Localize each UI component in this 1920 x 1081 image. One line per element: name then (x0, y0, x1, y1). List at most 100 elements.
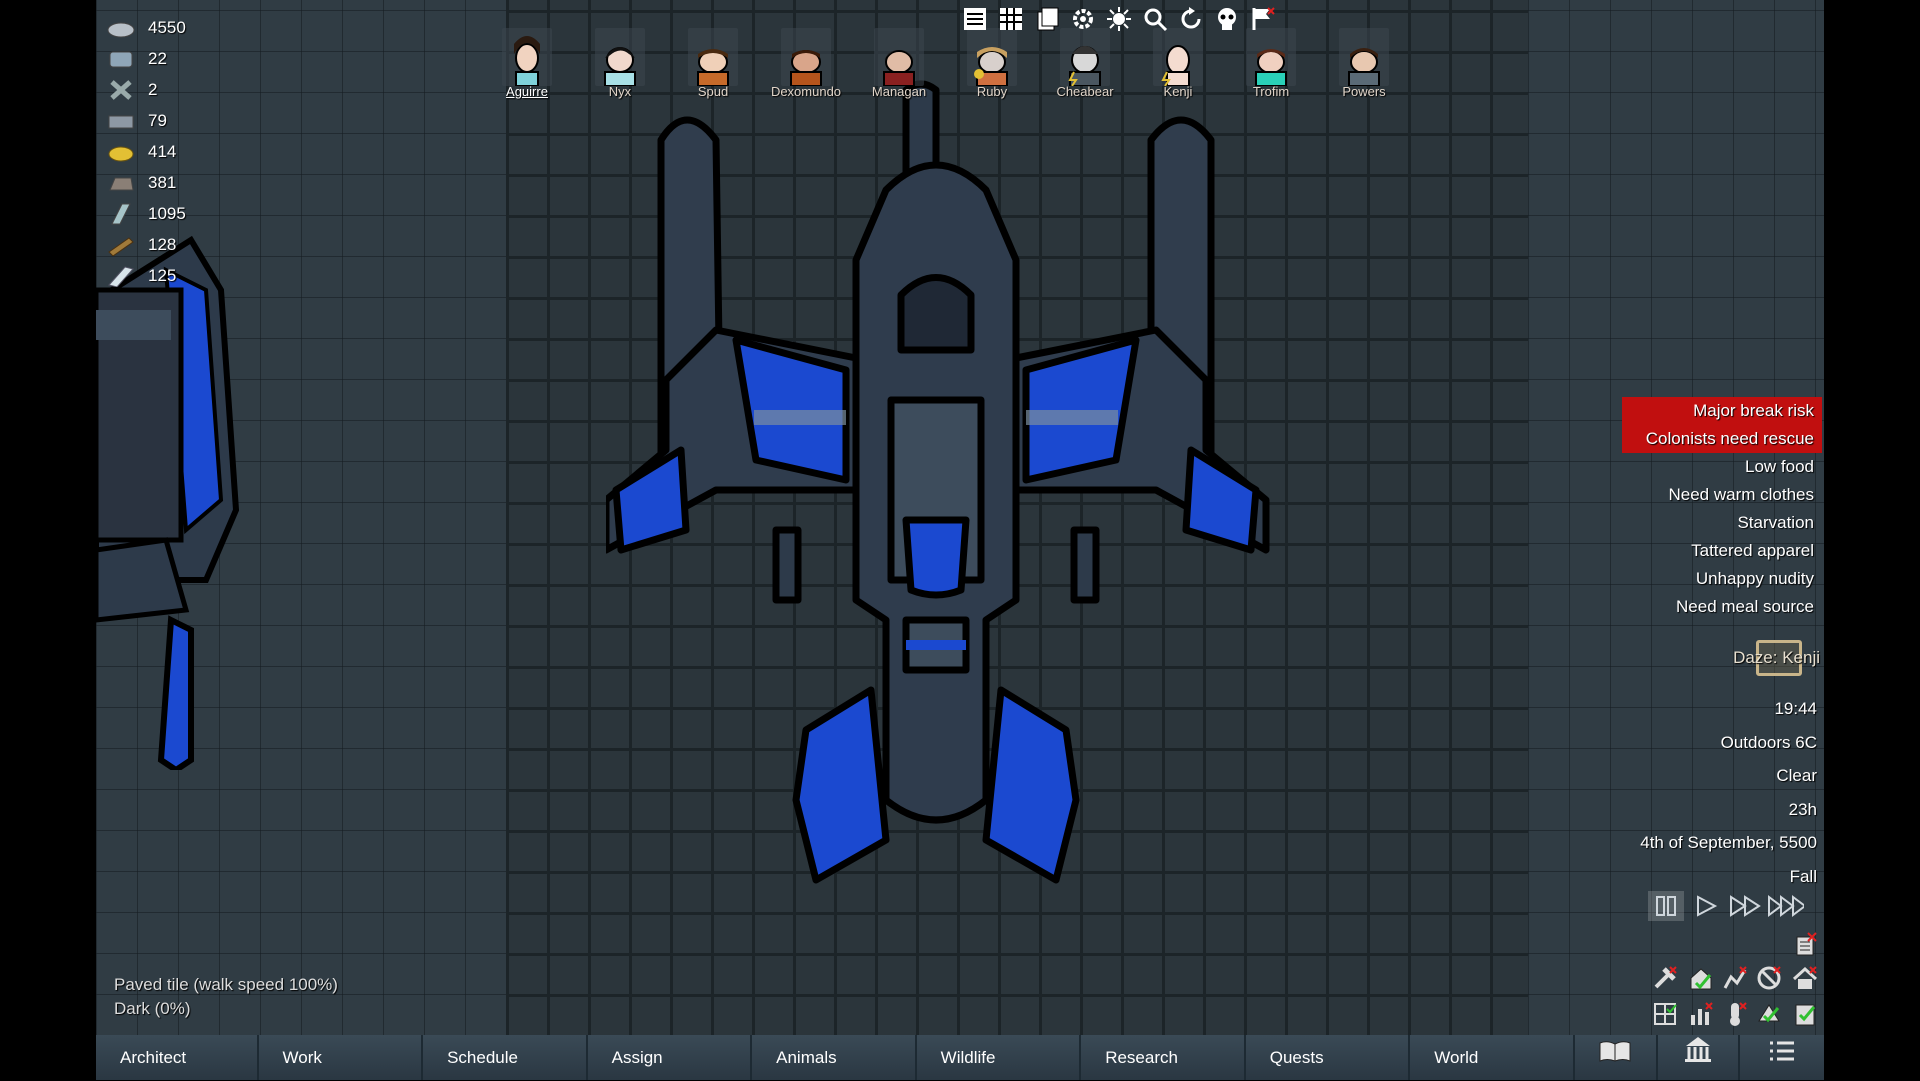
alert-colonists-need-rescue[interactable]: Colonists need rescue (1622, 425, 1822, 453)
tab-architect[interactable]: Architect (96, 1035, 259, 1080)
resource-value: 1095 (148, 203, 186, 223)
alert-need-warm-clothes[interactable]: Need warm clothes (1668, 485, 1814, 504)
play-settings (1648, 925, 1824, 1035)
resource-value: 125 (148, 265, 177, 285)
colonist-cheabear[interactable]: Cheabear (1054, 26, 1116, 100)
colonist-trofim[interactable]: Trofim (1240, 26, 1302, 100)
date-weather-readout: 19:44 Outdoors 6C Clear 23h 4th of Septe… (1557, 692, 1817, 893)
resource-plasteel[interactable]: 1095 (106, 198, 226, 229)
cards-icon[interactable] (1032, 4, 1062, 34)
menu-icon (1768, 1035, 1796, 1080)
colonist-spud[interactable]: Spud (682, 26, 744, 100)
tab-assign[interactable]: Assign (587, 1035, 753, 1080)
colonist-name: Dexomundo (770, 84, 842, 99)
medicine-icon (106, 46, 136, 72)
spaceship[interactable] (606, 80, 1306, 920)
hammer-icon[interactable] (1650, 963, 1680, 993)
silver-icon (106, 15, 136, 41)
tab-quests[interactable]: Quests (1245, 1035, 1411, 1080)
colonist-kenji[interactable]: Kenji (1147, 26, 1209, 100)
temperature-icon[interactable] (1720, 999, 1750, 1029)
resource-value: 4550 (148, 17, 186, 37)
terrain-readout: Paved tile (walk speed 100%) Dark (0%) (114, 973, 338, 1021)
resource-silver-bars[interactable]: 125 (106, 260, 226, 291)
colonist-powers[interactable]: Powers (1333, 26, 1395, 100)
colonist-nyx[interactable]: Nyx (589, 26, 651, 100)
resource-wood[interactable]: 128 (106, 229, 226, 260)
tab-menu[interactable] (1740, 1035, 1824, 1080)
colonist-name: Ruby (976, 84, 1008, 99)
alert-starvation[interactable]: Starvation (1737, 513, 1814, 532)
refresh-icon[interactable] (1176, 4, 1206, 34)
roof-icon[interactable] (1790, 963, 1820, 993)
silver-bar-icon (106, 263, 136, 289)
resource-medicine[interactable]: 22 (106, 43, 226, 74)
play-button[interactable] (1688, 891, 1724, 921)
colonist-aguirre[interactable]: Aguirre (496, 26, 558, 100)
stone-block-icon (106, 170, 136, 196)
tab-world[interactable]: World (1410, 1035, 1575, 1080)
date: 4th of September, 5500 (1640, 833, 1817, 852)
resource-gold[interactable]: 414 (106, 136, 226, 167)
alert-major-break-risk[interactable]: Major break risk (1622, 397, 1822, 425)
home-area-icon[interactable] (1686, 963, 1716, 993)
list-icon[interactable] (960, 4, 990, 34)
skull-icon[interactable] (1212, 4, 1242, 34)
sun-icon[interactable] (1104, 4, 1134, 34)
map-viewport[interactable] (96, 0, 1824, 1080)
avatar (781, 28, 831, 87)
pause-button[interactable] (1648, 891, 1684, 921)
colonist-name: Aguirre (506, 84, 548, 99)
trash-icon[interactable] (1790, 929, 1820, 959)
resource-steel[interactable]: 79 (106, 105, 226, 136)
plasteel-icon (106, 201, 136, 227)
tab-history[interactable] (1574, 1035, 1658, 1080)
daze-label: Daze: Kenji (1733, 648, 1820, 667)
table-icon[interactable] (996, 4, 1026, 34)
book-icon (1598, 1035, 1632, 1080)
auto-home-icon[interactable] (1790, 999, 1820, 1029)
light-info: Dark (0%) (114, 999, 191, 1018)
resource-components[interactable]: 2 (106, 74, 226, 105)
alert-low-food[interactable]: Low food (1745, 457, 1814, 476)
top-tools (960, 4, 1278, 34)
hour: 23h (1788, 799, 1817, 819)
colonist-dexomundo[interactable]: Dexomundo (771, 26, 841, 100)
resource-value: 414 (148, 141, 177, 161)
resource-stone-blocks[interactable]: 381 (106, 167, 226, 198)
no-entry-icon[interactable] (1754, 963, 1784, 993)
colonist-ruby[interactable]: Ruby (961, 26, 1023, 100)
avatar (1153, 28, 1203, 87)
tab-research[interactable]: Research (1081, 1035, 1246, 1080)
alert-tattered-apparel[interactable]: Tattered apparel (1691, 541, 1814, 560)
partial-ship[interactable] (96, 230, 266, 770)
daze-status[interactable]: Daze: Kenji (1642, 640, 1822, 676)
tab-factions[interactable] (1657, 1035, 1741, 1080)
tab-work[interactable]: Work (258, 1035, 424, 1080)
avatar (874, 28, 924, 87)
auto-rebuild-icon[interactable] (1754, 999, 1784, 1029)
resource-silver[interactable]: 4550 (106, 12, 226, 43)
daze-frame (1756, 640, 1802, 676)
avatar (688, 28, 738, 87)
graph-icon[interactable] (1720, 963, 1750, 993)
beauty-icon[interactable] (1686, 999, 1716, 1029)
avatar (1246, 28, 1296, 87)
alert-unhappy-nudity[interactable]: Unhappy nudity (1695, 569, 1814, 588)
superfast-button[interactable] (1768, 891, 1804, 921)
search-icon[interactable] (1140, 4, 1170, 34)
flag-icon[interactable] (1248, 4, 1278, 34)
grid-icon[interactable] (1650, 999, 1680, 1029)
tab-schedule[interactable]: Schedule (423, 1035, 588, 1080)
colonist-name: Nyx (608, 84, 632, 99)
tab-wildlife[interactable]: Wildlife (916, 1035, 1082, 1080)
colonist-name: Powers (1342, 84, 1386, 99)
tab-animals[interactable]: Animals (752, 1035, 917, 1080)
resource-value: 381 (148, 172, 177, 192)
colonist-managan[interactable]: Managan (868, 26, 930, 100)
avatar (502, 28, 552, 87)
fast-forward-button[interactable] (1728, 891, 1764, 921)
colonist-name: Kenji (1163, 84, 1193, 99)
gear-icon[interactable] (1068, 4, 1098, 34)
alert-need-meal-source[interactable]: Need meal source (1676, 597, 1814, 616)
